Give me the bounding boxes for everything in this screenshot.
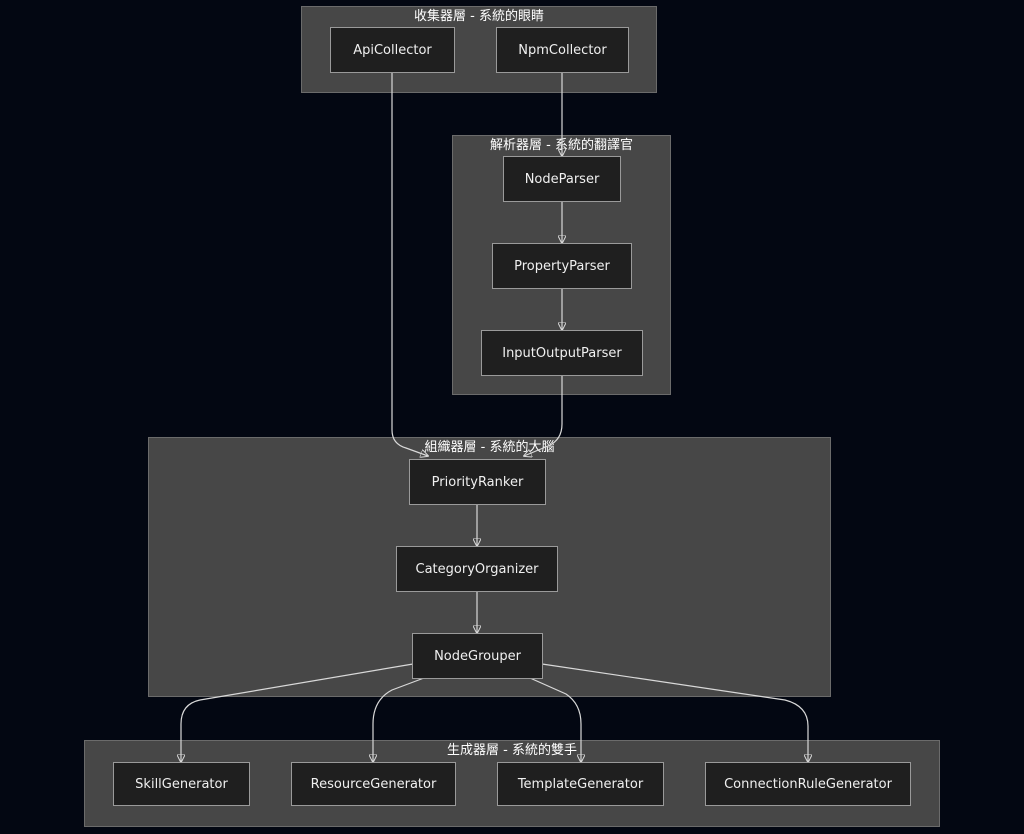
cluster-title-parser: 解析器層 - 系統的翻譯官 — [490, 138, 633, 153]
node-npm-collector: NpmCollector — [496, 27, 629, 73]
node-connection-rule-generator: ConnectionRuleGenerator — [705, 762, 911, 806]
cluster-title-collector: 收集器層 - 系統的眼睛 — [414, 9, 544, 24]
cluster-title-generator: 生成器層 - 系統的雙手 — [447, 743, 577, 758]
node-node-parser: NodeParser — [503, 156, 621, 202]
node-input-output-parser: InputOutputParser — [481, 330, 643, 376]
cluster-title-organizer: 組織器層 - 系統的大腦 — [424, 440, 555, 455]
edge-apicollector-priorityranker — [391, 72, 428, 456]
node-priority-ranker: PriorityRanker — [409, 459, 546, 505]
node-property-parser: PropertyParser — [492, 243, 632, 289]
node-category-organizer: CategoryOrganizer — [396, 546, 558, 592]
node-node-grouper: NodeGrouper — [412, 633, 543, 679]
node-template-generator: TemplateGenerator — [497, 762, 664, 806]
node-resource-generator: ResourceGenerator — [291, 762, 456, 806]
node-api-collector: ApiCollector — [330, 27, 455, 73]
node-skill-generator: SkillGenerator — [113, 762, 250, 806]
